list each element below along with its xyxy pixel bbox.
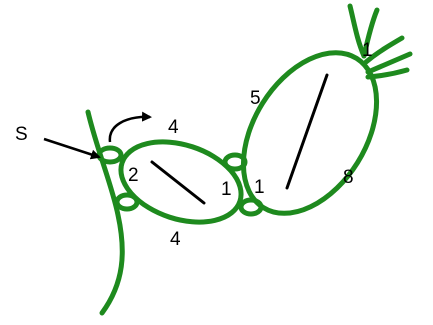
- top-fringe-count-label: 1: [362, 40, 373, 61]
- start-label: S: [15, 124, 28, 145]
- chain-left-count-label: 1: [254, 177, 265, 198]
- core-thread: [88, 112, 122, 313]
- chain-top-count-label: 5: [250, 88, 261, 109]
- ring-bottom-count-label: 4: [170, 229, 181, 250]
- first-ring-stitch-line: [152, 162, 204, 203]
- ring-top-count-label: 4: [168, 117, 179, 138]
- ring-left-count-label: 2: [128, 165, 139, 186]
- picot-left: [117, 195, 137, 209]
- picot-join-bottom: [241, 200, 261, 214]
- chain-right-count-label: 8: [343, 167, 354, 188]
- arrow-right-icon: [44, 139, 99, 157]
- ring-inner-count-label: 1: [221, 179, 232, 200]
- second-ring: [216, 29, 404, 238]
- second-ring-stitch-line: [287, 75, 327, 188]
- curved-arrow-icon: [110, 117, 150, 142]
